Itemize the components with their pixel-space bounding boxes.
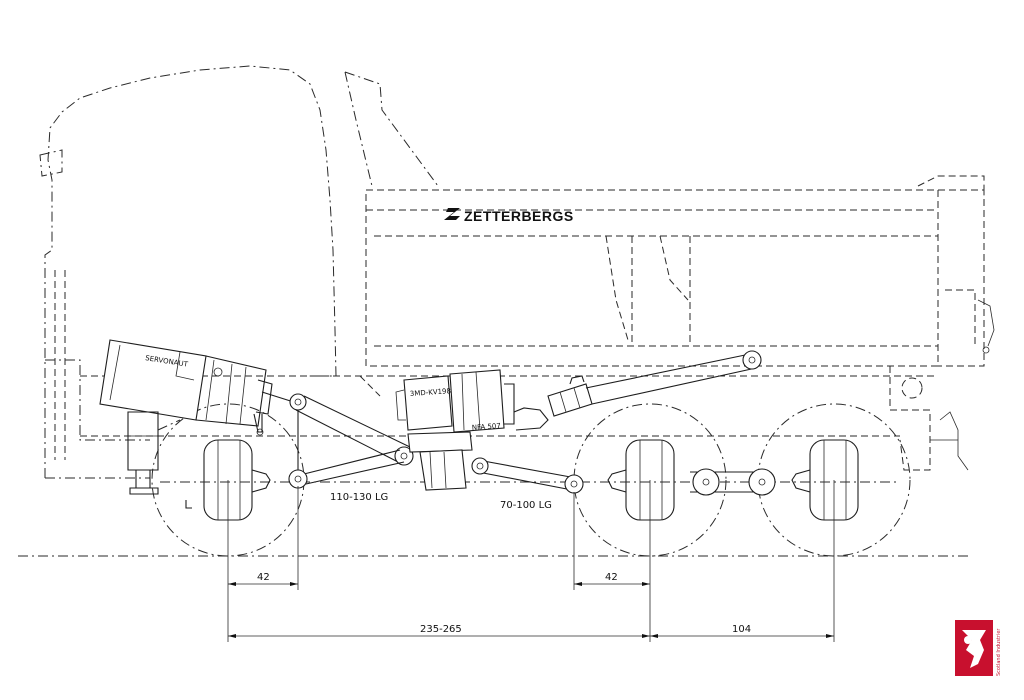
link-range-front-label: 110-130 LG — [330, 492, 388, 503]
hydraulic-pump — [395, 369, 515, 491]
dim-wheelbase: 235-265 — [420, 624, 462, 635]
tailgate-hinge — [977, 299, 995, 347]
link-range-rear-label: 70-100 LG — [500, 500, 552, 511]
zetterbergs-brand: ZETTERBERGS — [444, 208, 574, 224]
cab-grille — [54, 270, 66, 460]
servonaut-unit — [99, 339, 273, 436]
tipper-body — [365, 189, 939, 367]
tailgate-pin — [982, 346, 990, 354]
dim-tandem: 104 — [732, 624, 751, 635]
cab-outline — [44, 65, 337, 478]
rear-underrun — [889, 366, 931, 471]
company-logo: Scotland Industrier — [955, 620, 1002, 676]
rear-bracket — [901, 377, 923, 399]
pump-label-2: NFA 507 — [472, 422, 501, 432]
tipper-side-rib-2 — [659, 235, 689, 301]
cab-guard — [344, 71, 439, 187]
cab-front-detail — [39, 149, 63, 177]
logo-head-icon — [964, 636, 972, 644]
link-rod-rear — [471, 457, 584, 494]
tandem-link — [690, 468, 776, 496]
svg-text:ZETTERBERGS: ZETTERBERGS — [464, 208, 574, 224]
rear-steering-cylinder — [513, 350, 762, 431]
dimension-lines — [227, 480, 835, 642]
brand-mark-icon — [444, 208, 460, 220]
logo-caption: Scotland Industrier — [996, 628, 1002, 676]
logo-figure-icon — [962, 630, 986, 668]
front-steering-box — [127, 411, 192, 509]
dim-rear-offset: 42 — [605, 572, 618, 583]
pump-label-1: 3MD-KV198 — [410, 387, 452, 398]
front-rocker — [261, 391, 307, 474]
tipper-side-rib-1 — [605, 235, 629, 341]
tailgate — [917, 175, 985, 367]
chassis-frame — [80, 375, 938, 437]
rear-light — [930, 411, 969, 471]
cab-lower-front — [45, 359, 150, 479]
link-arm-upper — [295, 395, 414, 466]
dim-front-offset: 42 — [257, 572, 270, 583]
